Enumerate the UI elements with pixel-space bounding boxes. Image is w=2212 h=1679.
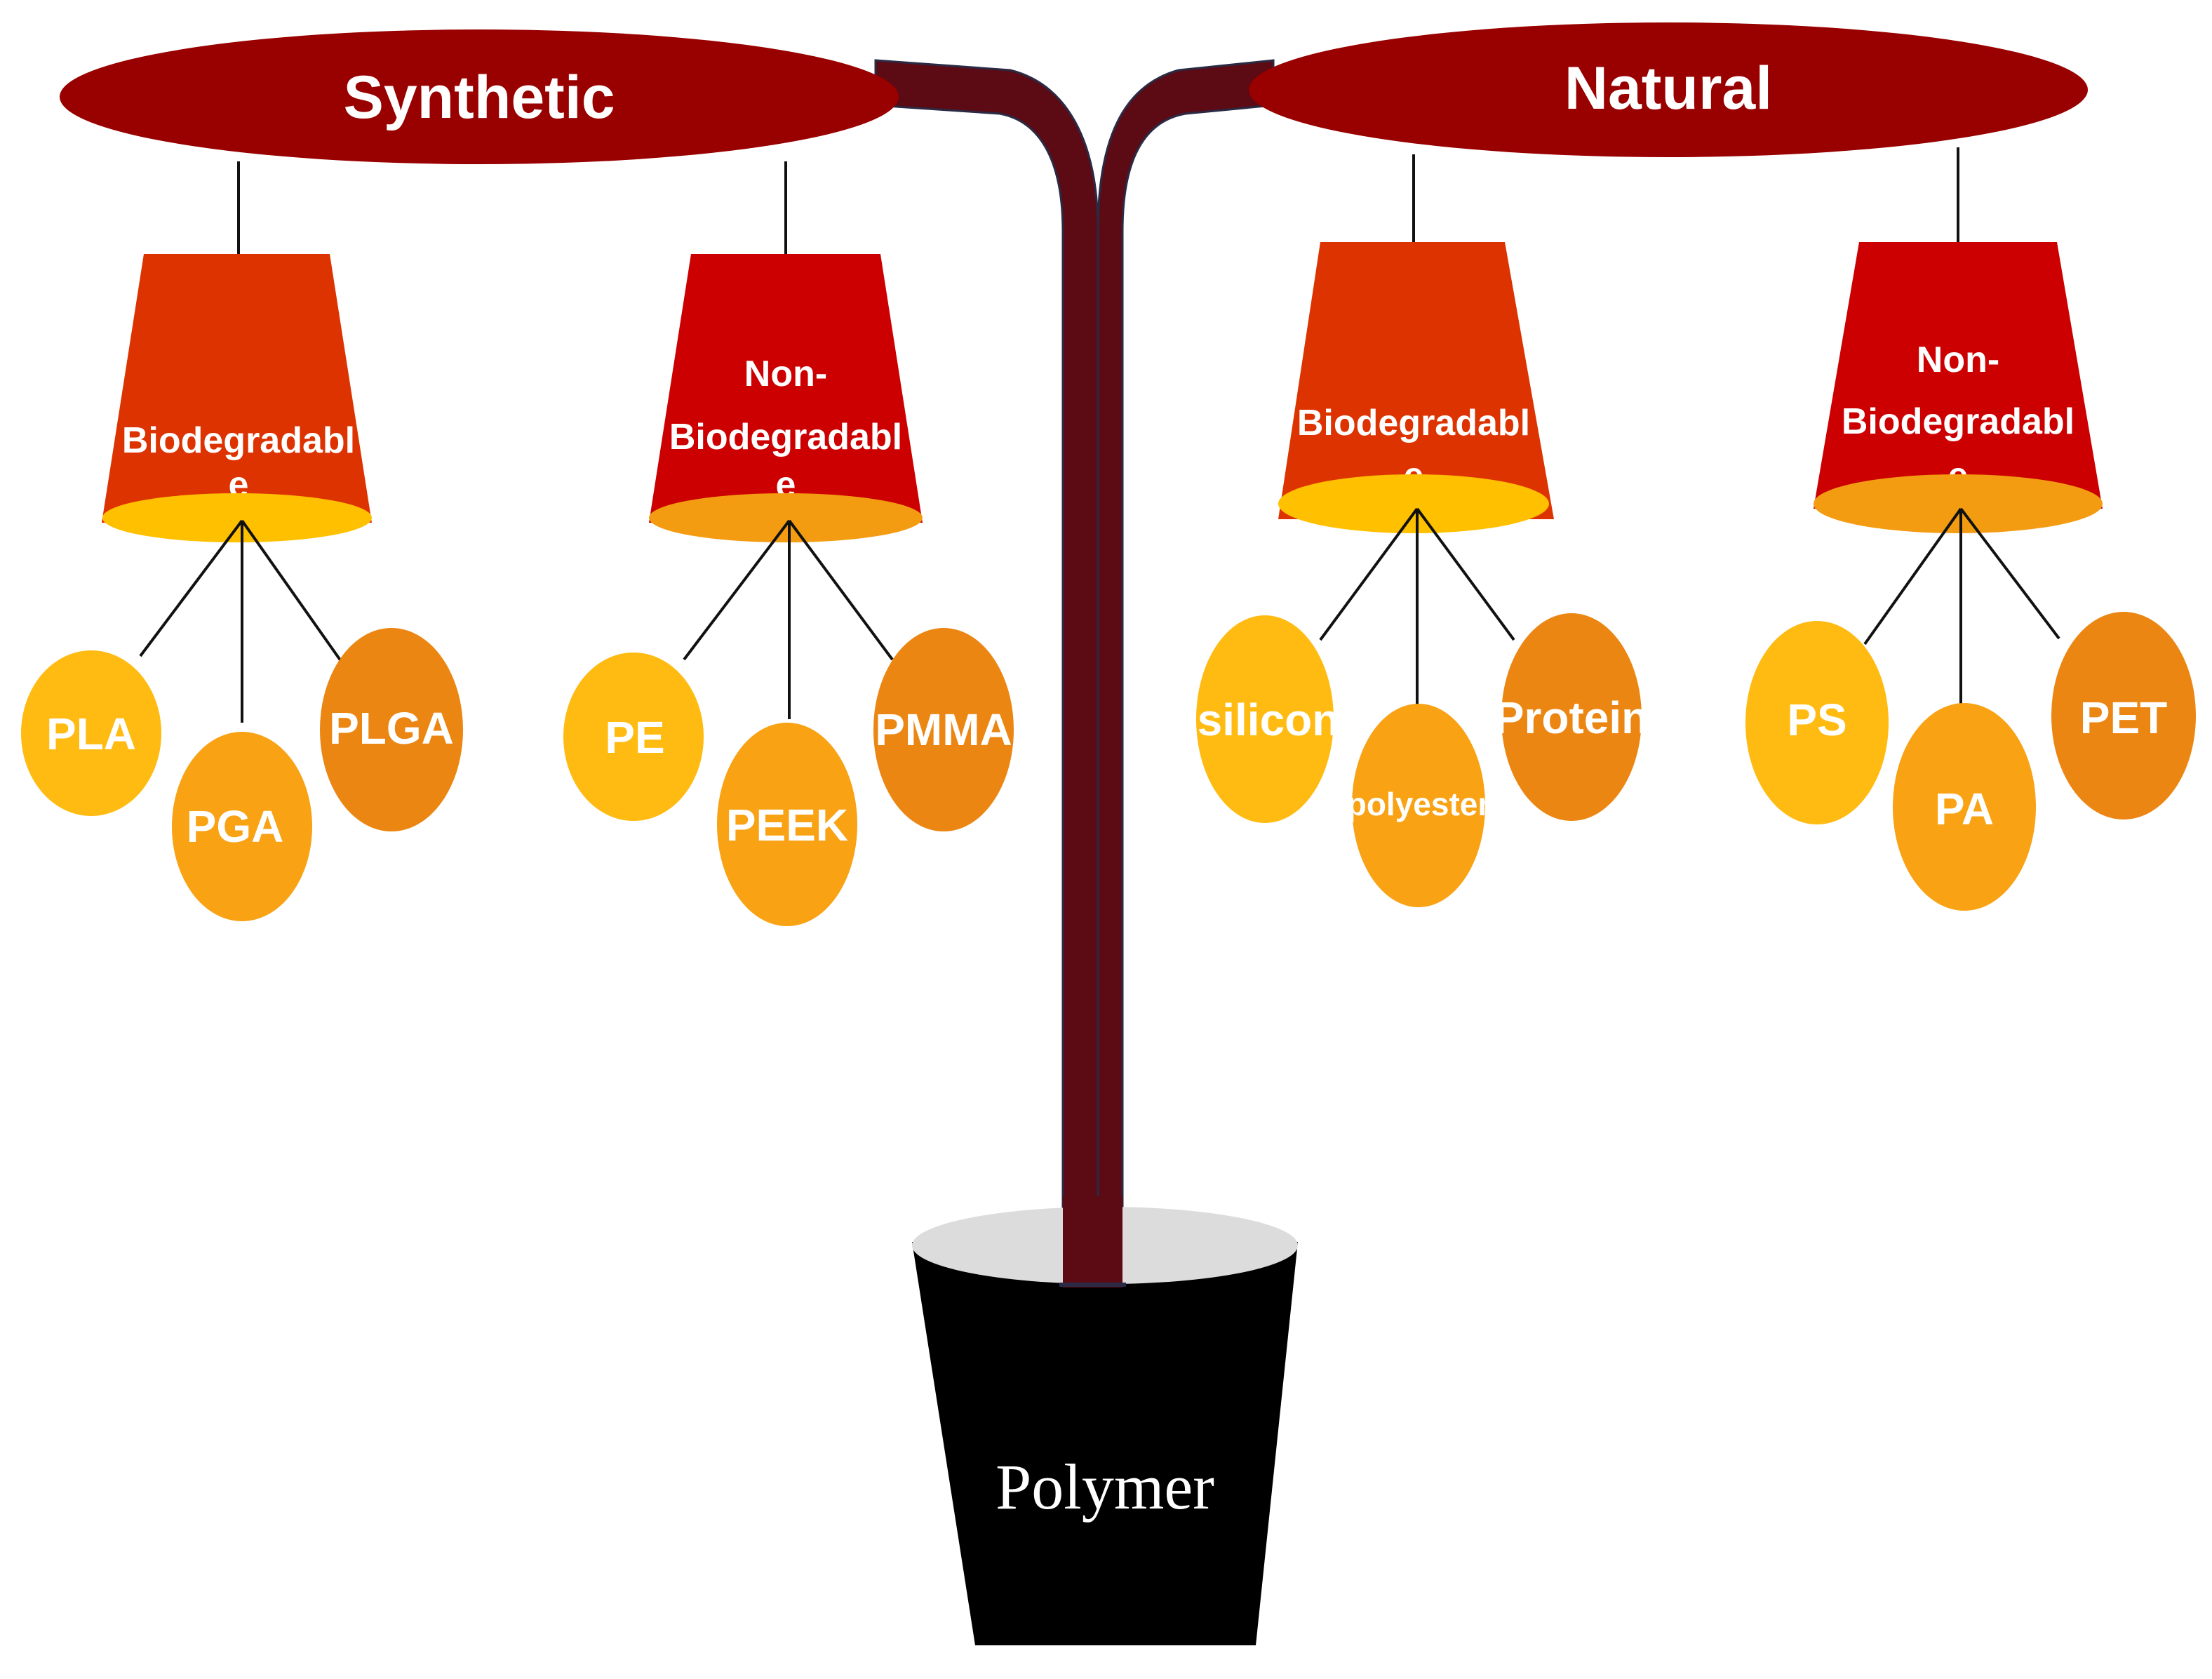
subcategory-label-line: Biodegradabl [1842, 401, 2074, 442]
leaf-label: PS [1787, 695, 1846, 745]
leaf-node [2051, 612, 2196, 820]
leaf-node [717, 723, 857, 926]
group-synthetic-biodegradable: Biodegradabl e PLA PGA PLGA [21, 254, 463, 921]
leaf-node [1745, 621, 1889, 824]
leaf-node [1352, 704, 1485, 907]
leaf-label: PET [2080, 693, 2167, 743]
leaf-label: PE [605, 712, 664, 763]
subcategory-cup [649, 493, 923, 542]
root-pot: Polymer [912, 1196, 1298, 1645]
subcategory-shade [1278, 242, 1554, 519]
leaf-label: silicon [1198, 695, 1340, 745]
tree-stem [874, 59, 1275, 1285]
subcategory-cup [102, 493, 372, 542]
category-synthetic-label: Synthetic [343, 64, 615, 131]
subcategory-shade [649, 254, 923, 523]
subcategory-label-line: Biodegradabl [1297, 403, 1530, 443]
leaf-label: PA [1935, 784, 1994, 834]
leaf-label: PLA [46, 709, 136, 759]
category-natural-branch [1249, 22, 2088, 157]
leaf-node [873, 628, 1014, 831]
pot-body [912, 1242, 1298, 1645]
category-natural-label: Natural [1564, 55, 1772, 122]
leaf-node [21, 650, 161, 816]
leaf-label: PGA [187, 801, 284, 852]
leaf-node [320, 628, 463, 831]
subcategory-shade [102, 254, 372, 523]
leaf-node [1196, 615, 1334, 823]
leaf-node [1893, 703, 2036, 911]
leaf-label: Protein [1494, 693, 1649, 743]
group-natural-biodegradable: Biodegradabl e silicon polyester Protein [1196, 242, 1649, 907]
leaf-label: PMMA [875, 704, 1012, 755]
leaf-node [563, 653, 704, 821]
group-natural-non-biodegradable: Non- Biodegradabl e PS PA PET [1745, 242, 2196, 911]
category-synthetic-branch [60, 29, 899, 164]
group-synthetic-non-biodegradable: Non- Biodegradabl e PE PEEK PMMA [563, 254, 1014, 926]
subcategory-cup [1278, 474, 1549, 533]
root-label: Polymer [996, 1451, 1214, 1523]
subcategory-label-line: Non- [1917, 340, 1999, 380]
subcategory-shade [1814, 242, 2103, 509]
leaf-label: polyester [1347, 786, 1491, 822]
leaf-label: PEEK [726, 800, 848, 850]
leaf-node [172, 732, 312, 921]
subcategory-cup [1814, 474, 2103, 533]
subcategory-label-line: Non- [744, 354, 827, 394]
stem-base [1063, 1196, 1122, 1287]
subcategory-label-line: Biodegradabl [122, 420, 355, 461]
subcategory-label-line: Biodegradabl [669, 417, 902, 457]
leaf-node [1501, 613, 1642, 821]
leaf-label: PLGA [329, 703, 454, 754]
